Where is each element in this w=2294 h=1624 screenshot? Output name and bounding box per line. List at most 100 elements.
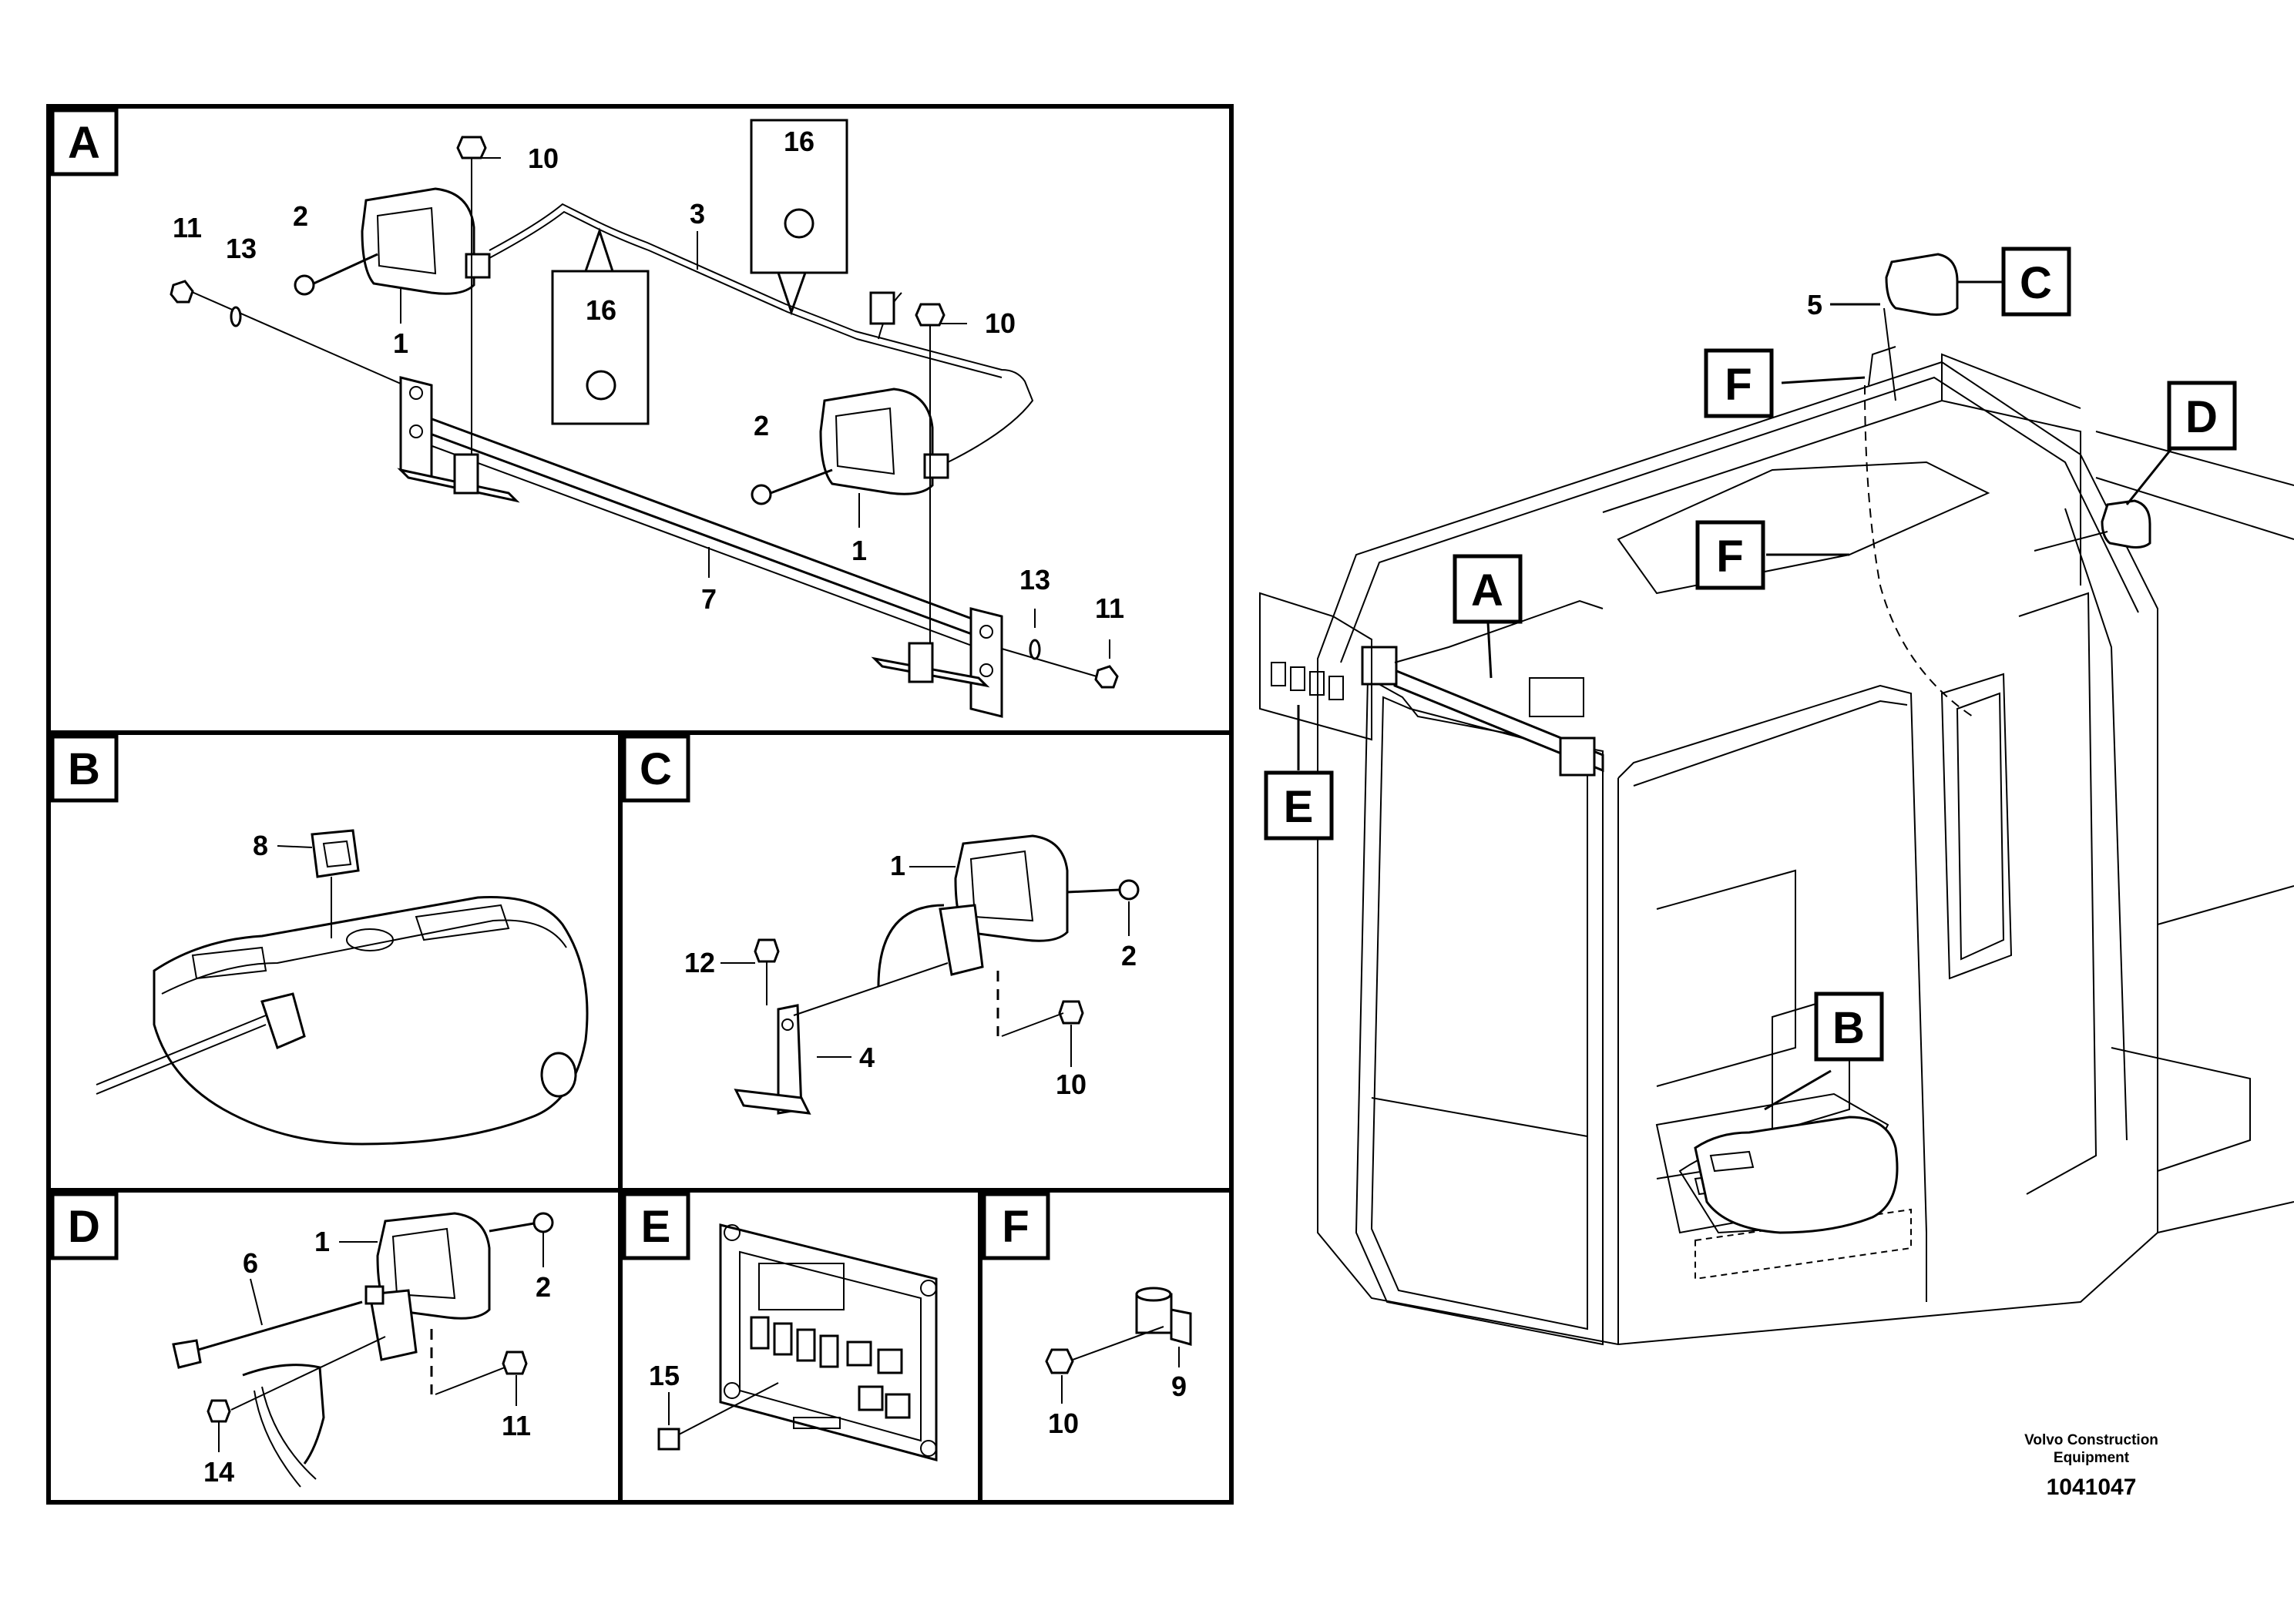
callout-a-16-left: 16 xyxy=(586,294,616,326)
panel-a: A xyxy=(50,108,1124,718)
overview-tag-f-mid-box xyxy=(1695,520,1765,590)
wiring-harness xyxy=(489,203,1034,463)
credit-line-2: Equipment xyxy=(2054,1450,2130,1466)
overview-side-lamp xyxy=(2034,499,2151,552)
lamp-post-right xyxy=(908,642,934,683)
overview-callout-5: 5 xyxy=(1807,289,1822,320)
callout-c-10: 10 xyxy=(1056,1069,1087,1100)
panel-frames xyxy=(46,104,1234,1505)
lamp-cable-c xyxy=(877,904,945,987)
panel-f: F 10 9 xyxy=(982,1192,1192,1439)
footer: Volvo Construction Equipment 1041047 xyxy=(2024,1432,2158,1500)
light-bar-bracket xyxy=(397,376,1003,718)
callout-c-2: 2 xyxy=(1121,940,1137,971)
callout-a-13-right: 13 xyxy=(1019,564,1050,596)
callout-d-6: 6 xyxy=(243,1247,258,1279)
callout-a-3: 3 xyxy=(690,198,705,230)
lamp-post-left xyxy=(453,453,479,495)
overview-tag-a: A xyxy=(1471,565,1503,616)
cab-overview: C F D F A E B 5 xyxy=(1259,247,2294,1346)
overview-tag-c-box xyxy=(2001,247,2071,317)
lamp-bracket-c xyxy=(734,962,949,1115)
work-lamp-d xyxy=(364,1212,491,1361)
callout-f-10: 10 xyxy=(1048,1408,1079,1439)
leader-lines-panel-d xyxy=(218,1233,544,1452)
bulb-d-icon xyxy=(489,1212,554,1233)
work-lamp-left xyxy=(361,187,491,295)
callout-a-11-left: 11 xyxy=(173,212,202,243)
rocker-switch-icon xyxy=(311,829,360,938)
bolt-10-right-icon xyxy=(915,303,945,327)
overview-tag-f-top: F xyxy=(1725,360,1752,410)
clamp-detail-boxes xyxy=(551,119,848,425)
cable-clip-9-icon xyxy=(1135,1287,1192,1346)
overview-tag-c: C xyxy=(2020,258,2052,308)
overview-console xyxy=(1694,1116,1899,1234)
clamp-detail-box-right xyxy=(750,119,848,274)
bulb-left-icon xyxy=(294,253,378,296)
overview-relay-panel xyxy=(1259,592,1372,741)
bolts-panel-a xyxy=(170,136,1119,689)
callout-a-13-left: 13 xyxy=(226,233,257,264)
leader-lines-panel-a xyxy=(400,157,1110,659)
leader-lines-panel-c xyxy=(720,866,1130,1067)
callout-a-1-right: 1 xyxy=(851,535,867,566)
callout-c-12: 12 xyxy=(684,947,715,978)
callout-a-7: 7 xyxy=(701,583,717,615)
panel-e-tag: E xyxy=(641,1202,671,1252)
panel-f-tag-box xyxy=(982,1192,1050,1260)
overview-tag-d: D xyxy=(2185,392,2218,442)
overview-rear-cable xyxy=(1864,384,1973,717)
washer-13-right-icon xyxy=(1029,639,1041,660)
bolt-11-left-icon xyxy=(170,280,194,304)
panel-c: C 1 2 12 4 xyxy=(622,734,1140,1115)
panel-a-tag: A xyxy=(68,118,100,168)
overview-front-light-bar xyxy=(1361,599,1604,777)
overview-tag-b-box xyxy=(1814,992,1884,1062)
bulb-right-icon xyxy=(751,468,833,505)
panel-d-tag-box xyxy=(50,1192,119,1260)
callout-d-11: 11 xyxy=(502,1410,531,1441)
clamp-16-left-icon xyxy=(586,370,616,401)
callout-b-8: 8 xyxy=(253,830,268,861)
callout-e-15: 15 xyxy=(649,1360,680,1391)
overview-tag-d-box xyxy=(2167,381,2237,451)
washer-13-left-icon xyxy=(230,306,242,327)
callout-a-10-right: 10 xyxy=(985,307,1016,339)
callout-a-10-top: 10 xyxy=(528,143,559,174)
panel-a-tag-box xyxy=(50,108,119,176)
callout-a-2-right: 2 xyxy=(754,410,769,441)
work-lamp-right xyxy=(819,388,949,495)
bolt-10-f-icon xyxy=(1045,1348,1074,1374)
callout-a-2-left: 2 xyxy=(293,200,308,232)
overview-rear-lamp xyxy=(1868,253,1959,401)
panel-d-tag: D xyxy=(68,1202,100,1252)
doc-number: 1041047 xyxy=(2047,1475,2137,1500)
clamp-16-right-icon xyxy=(784,208,814,239)
panel-c-tag-box xyxy=(622,734,690,803)
relay-15-icon xyxy=(657,1428,680,1451)
callout-a-16-right: 16 xyxy=(784,126,814,157)
overview-tag-f-mid: F xyxy=(1716,532,1743,582)
panel-c-tag: C xyxy=(640,744,672,794)
callout-f-9: 9 xyxy=(1171,1371,1187,1402)
panel-b-tag-box xyxy=(50,734,119,803)
bolt-12-icon xyxy=(754,938,780,963)
overview-tag-b: B xyxy=(1832,1003,1865,1053)
callout-c-4: 4 xyxy=(859,1042,875,1073)
callout-d-14: 14 xyxy=(203,1456,234,1488)
panel-d: D 1 xyxy=(50,1192,554,1488)
bolt-11-d-icon xyxy=(502,1351,528,1375)
overview-tag-a-box xyxy=(1453,554,1523,624)
cable-6-icon xyxy=(172,1300,363,1369)
callout-c-1: 1 xyxy=(890,850,905,881)
bolt-10-top-icon xyxy=(456,136,487,159)
operator-console xyxy=(96,895,589,1146)
callout-a-1-left: 1 xyxy=(393,327,408,359)
callout-a-11-right: 11 xyxy=(1095,592,1124,624)
mounting-plate-d xyxy=(230,1336,386,1488)
overview-leader-lines xyxy=(1297,280,2175,1111)
overview-tag-e: E xyxy=(1284,782,1314,832)
bolt-11-right-icon xyxy=(1094,665,1119,689)
